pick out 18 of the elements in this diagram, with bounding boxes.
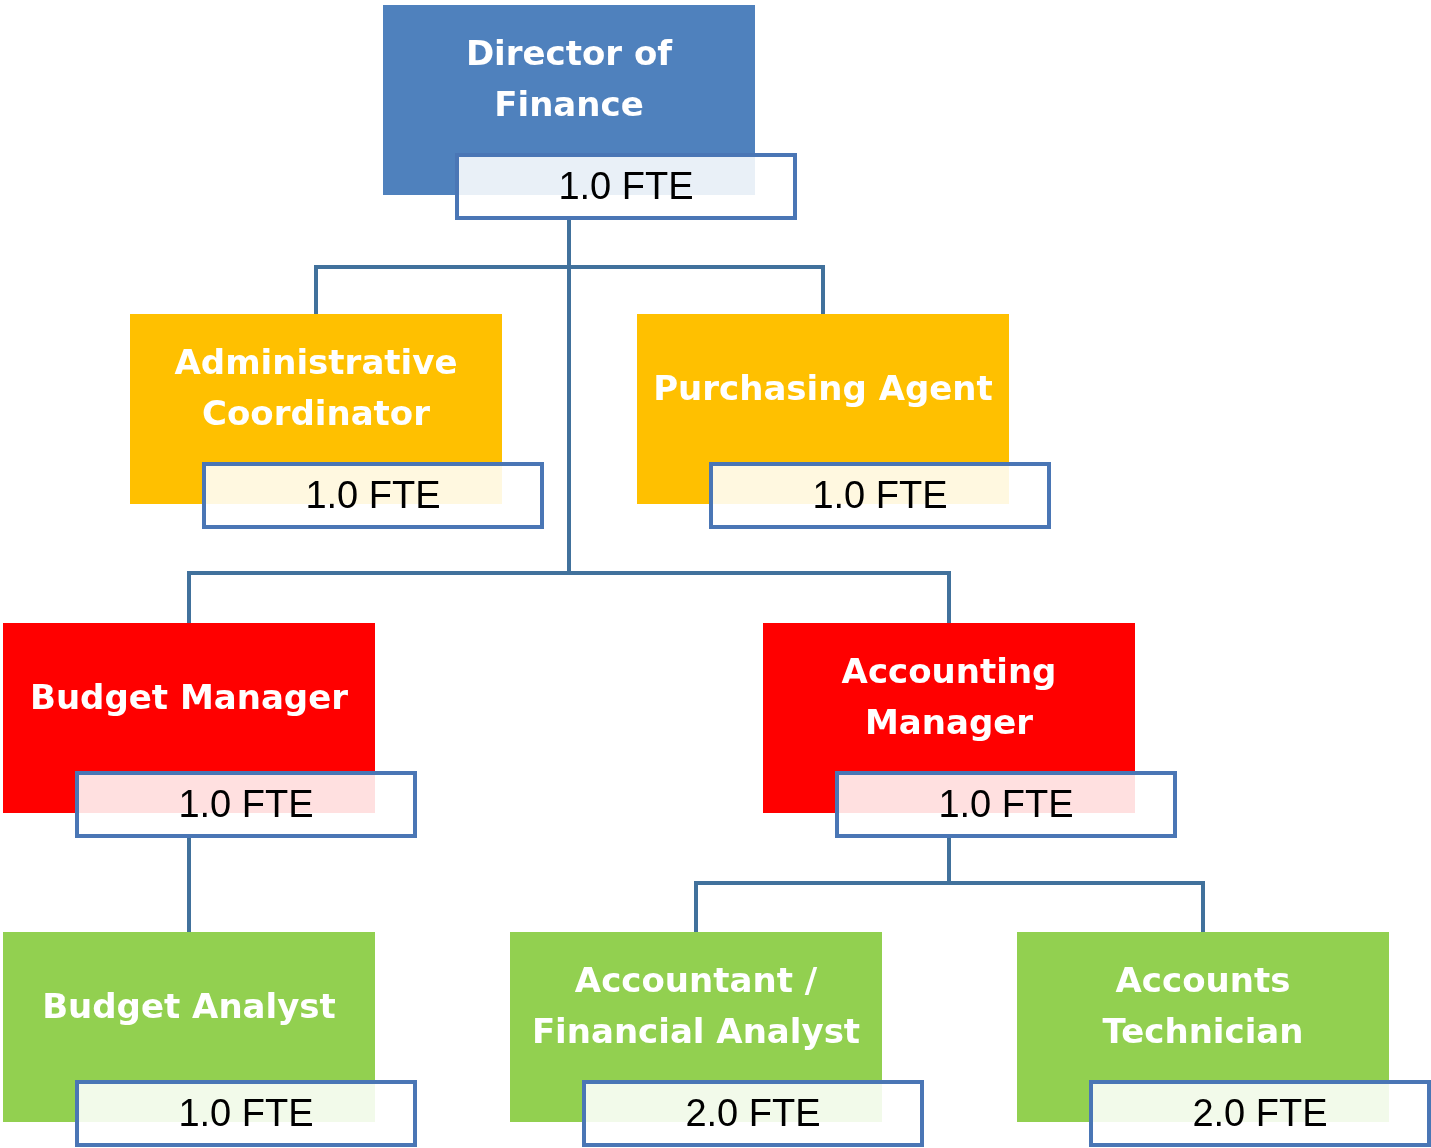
job-title: Accountant / Financial Analyst xyxy=(530,959,862,1053)
job-title: Budget Analyst xyxy=(42,984,336,1028)
job-title: Purchasing Agent xyxy=(653,366,993,410)
connector-line xyxy=(187,838,191,932)
fte-box: 1.0 FTE xyxy=(75,771,417,838)
job-title: Budget Manager xyxy=(29,675,348,719)
fte-box: 1.0 FTE xyxy=(75,1080,417,1147)
connector-line xyxy=(947,838,1205,932)
fte-box: 1.0 FTE xyxy=(709,462,1051,529)
job-title: Director of Finance xyxy=(464,32,674,126)
job-title: Administrative Coordinator xyxy=(173,341,459,435)
fte-box: 1.0 FTE xyxy=(835,771,1177,838)
fte-box: 2.0 FTE xyxy=(582,1080,924,1147)
job-title: Accounts Technician xyxy=(1101,959,1305,1053)
job-title: Accounting Manager xyxy=(840,650,1058,744)
fte-box: 1.0 FTE xyxy=(455,153,797,220)
fte-box: 1.0 FTE xyxy=(202,462,544,529)
fte-box: 2.0 FTE xyxy=(1089,1080,1431,1147)
